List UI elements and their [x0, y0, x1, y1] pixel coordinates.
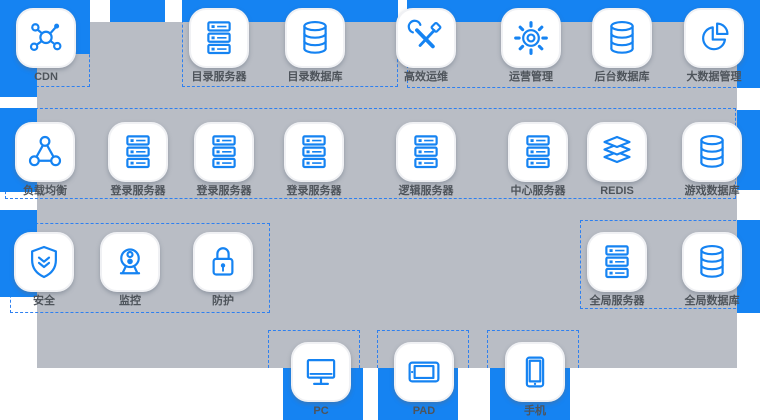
- node-label-login-server-1: 登录服务器: [110, 185, 166, 197]
- node-label-load-balancer: 负载均衡: [23, 185, 67, 197]
- node-label-backend-database: 后台数据库: [594, 71, 650, 83]
- database-icon: [692, 242, 732, 282]
- server-rack-icon: [294, 132, 334, 172]
- security-shield-icon: [24, 242, 64, 282]
- node-label-directory-server: 目录服务器: [191, 71, 247, 83]
- node-card-redis: [587, 122, 647, 182]
- server-rack-icon: [204, 132, 244, 172]
- node-card-global-server: [587, 232, 647, 292]
- node-card-security: [14, 232, 74, 292]
- node-card-directory-server: [189, 8, 249, 68]
- pc-monitor-icon: [301, 352, 341, 392]
- node-card-center-server: [508, 122, 568, 182]
- node-card-cdn: [16, 8, 76, 68]
- pie-chart-icon: [694, 18, 734, 58]
- node-label-pad-client: PAD: [412, 405, 436, 417]
- edge-block-top-3: [407, 0, 760, 22]
- node-label-protection: 防护: [212, 295, 234, 307]
- node-label-monitoring: 监控: [119, 295, 141, 307]
- node-card-pc-client: [291, 342, 351, 402]
- node-label-logic-server: 逻辑服务器: [398, 185, 454, 197]
- node-label-login-server-3: 登录服务器: [286, 185, 342, 197]
- node-label-security: 安全: [33, 295, 55, 307]
- database-icon: [602, 18, 642, 58]
- node-label-cdn: CDN: [34, 71, 58, 83]
- node-card-mobile-client: [505, 342, 565, 402]
- load-balancer-icon: [25, 132, 65, 172]
- node-card-pad-client: [394, 342, 454, 402]
- gear-icon: [511, 18, 551, 58]
- cdn-network-icon: [26, 18, 66, 58]
- node-label-global-database: 全局数据库: [684, 295, 740, 307]
- node-label-directory-database: 目录数据库: [287, 71, 343, 83]
- node-card-logic-server: [396, 122, 456, 182]
- redis-layers-icon: [597, 132, 637, 172]
- node-label-efficient-ops: 高效运维: [404, 71, 448, 83]
- group-outline-mobile: [487, 330, 579, 368]
- node-card-operation-mgmt: [501, 8, 561, 68]
- node-label-pc-client: PC: [313, 405, 329, 417]
- tools-icon: [406, 18, 446, 58]
- node-card-efficient-ops: [396, 8, 456, 68]
- server-rack-icon: [597, 242, 637, 282]
- node-label-game-database: 游戏数据库: [684, 185, 740, 197]
- database-icon: [295, 18, 335, 58]
- node-label-global-server: 全局服务器: [589, 295, 645, 307]
- node-label-bigdata-mgmt: 大数据管理: [686, 71, 742, 83]
- node-card-bigdata-mgmt: [684, 8, 744, 68]
- backbone-panel: [37, 22, 737, 368]
- group-outline-pc: [268, 330, 360, 368]
- server-rack-icon: [199, 18, 239, 58]
- server-rack-icon: [518, 132, 558, 172]
- node-label-login-server-2: 登录服务器: [196, 185, 252, 197]
- phone-icon: [515, 352, 555, 392]
- node-card-monitoring: [100, 232, 160, 292]
- node-card-directory-database: [285, 8, 345, 68]
- node-label-redis: REDIS: [600, 185, 634, 197]
- lock-icon: [203, 242, 243, 282]
- node-card-login-server-3: [284, 122, 344, 182]
- tablet-icon: [404, 352, 444, 392]
- node-label-mobile-client: 手机: [524, 405, 546, 417]
- edge-block-right-2: [737, 110, 760, 190]
- node-card-game-database: [682, 122, 742, 182]
- node-card-login-server-2: [194, 122, 254, 182]
- node-card-backend-database: [592, 8, 652, 68]
- node-label-center-server: 中心服务器: [510, 185, 566, 197]
- node-card-login-server-1: [108, 122, 168, 182]
- server-rack-icon: [406, 132, 446, 172]
- server-rack-icon: [118, 132, 158, 172]
- node-card-global-database: [682, 232, 742, 292]
- node-label-operation-mgmt: 运营管理: [509, 71, 553, 83]
- node-card-load-balancer: [15, 122, 75, 182]
- camera-monitor-icon: [110, 242, 150, 282]
- group-outline-pad: [377, 330, 469, 368]
- edge-block-right-3: [737, 220, 760, 313]
- node-card-protection: [193, 232, 253, 292]
- edge-block-top-1: [110, 0, 165, 22]
- database-icon: [692, 132, 732, 172]
